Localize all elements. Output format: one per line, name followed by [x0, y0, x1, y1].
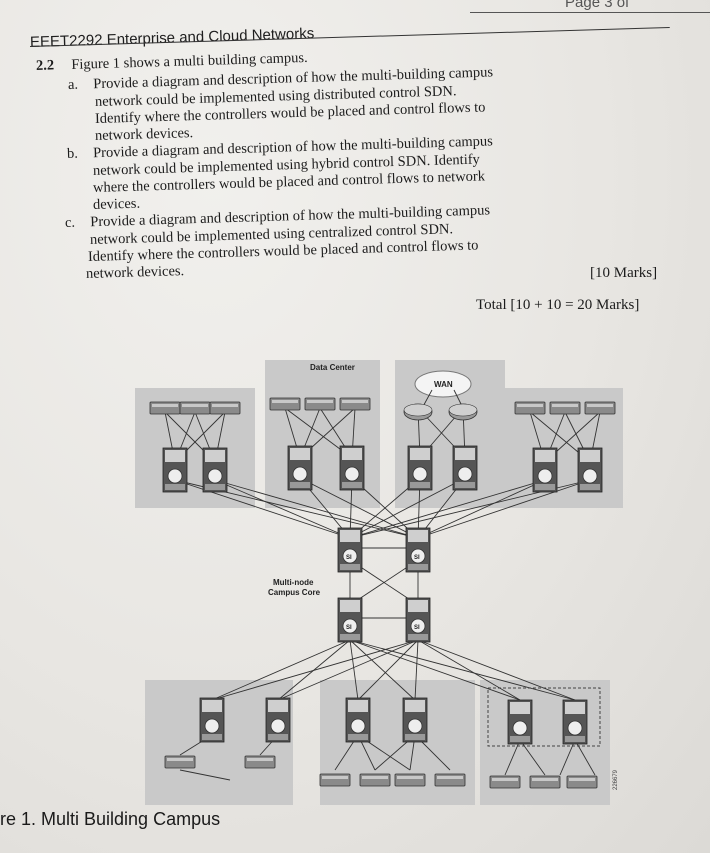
core-si-badge-3: SI — [346, 625, 352, 631]
core-label-line-2: Campus Core — [268, 588, 321, 597]
total-marks: Total [10 + 10 = 20 Marks] — [476, 297, 640, 313]
core-si-badge-2: SI — [414, 555, 420, 561]
question-number: 2.2 — [35, 57, 55, 74]
question-intro-text: Figure 1 shows a multi building campus. — [71, 49, 308, 73]
core-label-line-1: Multi-node — [273, 578, 314, 587]
wan-label: WAN — [434, 380, 453, 389]
marks-label: [10 Marks] — [590, 265, 658, 281]
part-c-line-4: network devices. — [85, 263, 185, 282]
campus-network-diagram: Data Center WAN Multi-node Campus Core 2… — [135, 360, 623, 805]
part-c-letter: c. — [64, 214, 76, 231]
page-number: Page 3 of — [565, 0, 630, 11]
figure-id: 226679 — [613, 769, 619, 790]
part-b-line-4: devices. — [92, 195, 141, 213]
data-center-label: Data Center — [310, 363, 355, 372]
wan-cloud — [414, 370, 472, 398]
part-b-letter: b. — [66, 145, 79, 162]
core-si-badge-4: SI — [414, 625, 420, 631]
figure-caption: re 1. Multi Building Campus — [0, 809, 221, 829]
header-top-rule — [470, 12, 710, 13]
core-si-badge-1: SI — [346, 555, 352, 561]
part-a-letter: a. — [67, 76, 79, 93]
